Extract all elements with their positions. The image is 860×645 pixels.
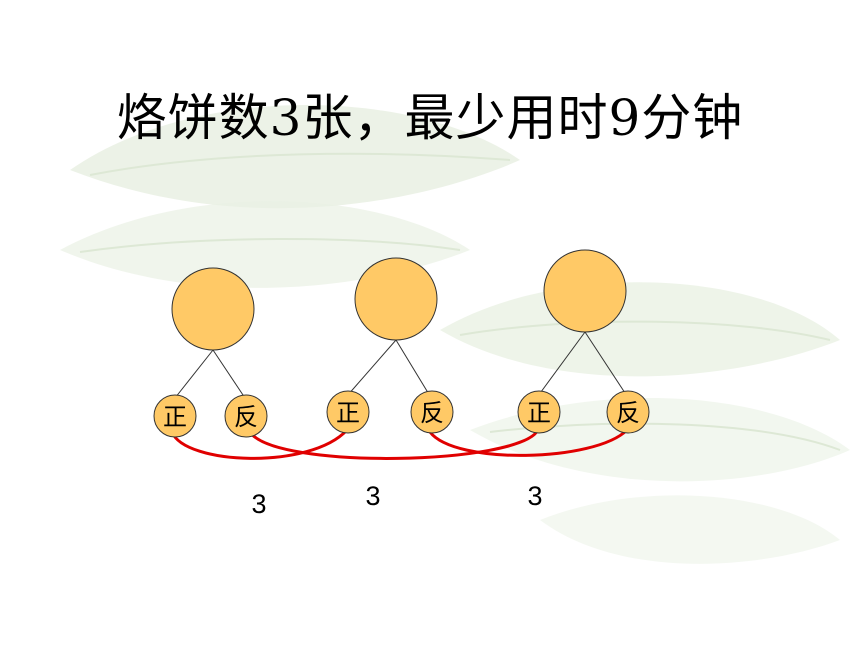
- side-label-back: 反: [420, 399, 444, 427]
- pancake-3: [543, 249, 627, 333]
- pancake-2: [354, 257, 438, 341]
- side-label-front: 正: [163, 403, 187, 431]
- side-node: 正: [153, 394, 197, 438]
- time-label-1: 3: [251, 489, 266, 519]
- side-node: 正: [517, 390, 561, 434]
- tree-lines: [174, 331, 628, 399]
- side-label-back: 反: [234, 403, 258, 431]
- connector-back1-front3: [248, 429, 540, 460]
- slide-title: 烙饼数3张，最少用时9分钟: [116, 89, 744, 147]
- side-node: 正: [326, 390, 370, 434]
- connector-back2-back3: [428, 428, 629, 457]
- time-label-2: 3: [365, 481, 380, 511]
- side-label-back: 反: [616, 399, 640, 427]
- connector-front1-front2: [170, 428, 349, 460]
- side-node: 反: [410, 390, 454, 434]
- side-label-front: 正: [336, 399, 360, 427]
- flip-connectors: [170, 428, 629, 460]
- pancake-1: [171, 267, 255, 351]
- side-node: 反: [606, 390, 650, 434]
- side-label-front: 正: [527, 399, 551, 427]
- time-label-3: 3: [527, 481, 542, 511]
- side-node: 反: [224, 394, 268, 438]
